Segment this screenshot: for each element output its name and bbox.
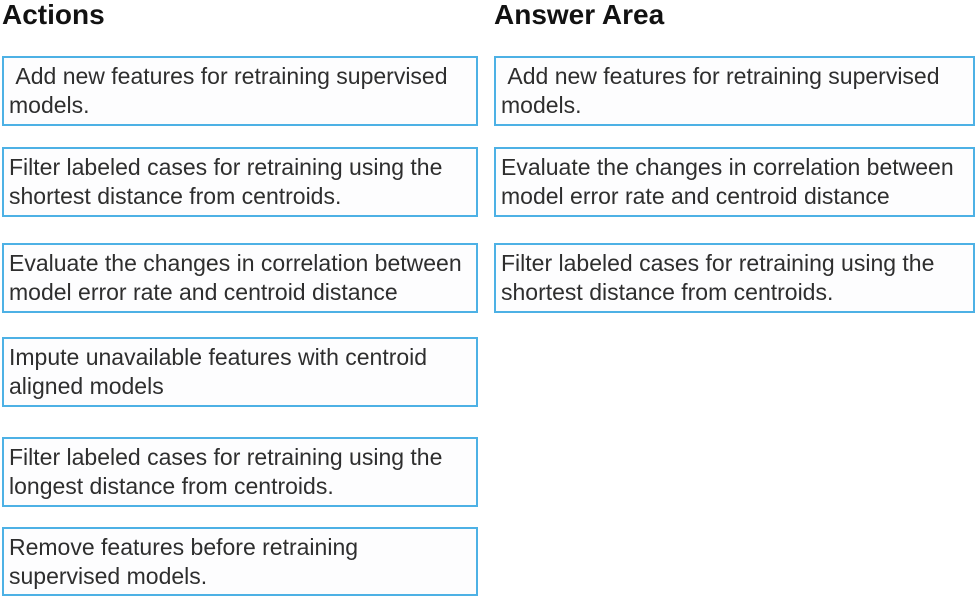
action-option-add-new-features[interactable]: Add new features for retraining supervis… (2, 56, 478, 126)
answer-slot-label: Filter labeled cases for retraining usin… (501, 250, 941, 305)
action-option-label: Filter labeled cases for retraining usin… (9, 154, 449, 209)
actions-heading: Actions (2, 0, 105, 30)
action-option-evaluate-correlation[interactable]: Evaluate the changes in correlation betw… (2, 243, 478, 313)
action-option-filter-shortest-distance[interactable]: Filter labeled cases for retraining usin… (2, 147, 478, 217)
action-option-label: Filter labeled cases for retraining usin… (9, 444, 449, 499)
action-option-remove-features[interactable]: Remove features before retraining superv… (2, 527, 478, 596)
action-option-label: Remove features before retraining superv… (9, 534, 365, 589)
action-option-filter-longest-distance[interactable]: Filter labeled cases for retraining usin… (2, 437, 478, 507)
actions-column: Actions Add new features for retraining … (2, 0, 478, 596)
answer-area-column: Answer Area Add new features for retrain… (494, 0, 975, 313)
answer-slot-2-evaluate-correlation[interactable]: Evaluate the changes in correlation betw… (494, 147, 975, 217)
answer-slot-3-filter-shortest-distance[interactable]: Filter labeled cases for retraining usin… (494, 243, 975, 313)
action-option-label: Impute unavailable features with centroi… (9, 344, 434, 399)
action-option-label: Add new features for retraining supervis… (9, 63, 454, 118)
action-option-impute-unavailable-features[interactable]: Impute unavailable features with centroi… (2, 337, 478, 407)
action-option-label: Evaluate the changes in correlation betw… (9, 250, 469, 305)
answer-slot-label: Evaluate the changes in correlation betw… (501, 154, 961, 209)
answer-slot-label: Add new features for retraining supervis… (501, 63, 946, 118)
answer-slot-1-add-new-features[interactable]: Add new features for retraining supervis… (494, 56, 975, 126)
answer-area-heading: Answer Area (494, 0, 665, 30)
